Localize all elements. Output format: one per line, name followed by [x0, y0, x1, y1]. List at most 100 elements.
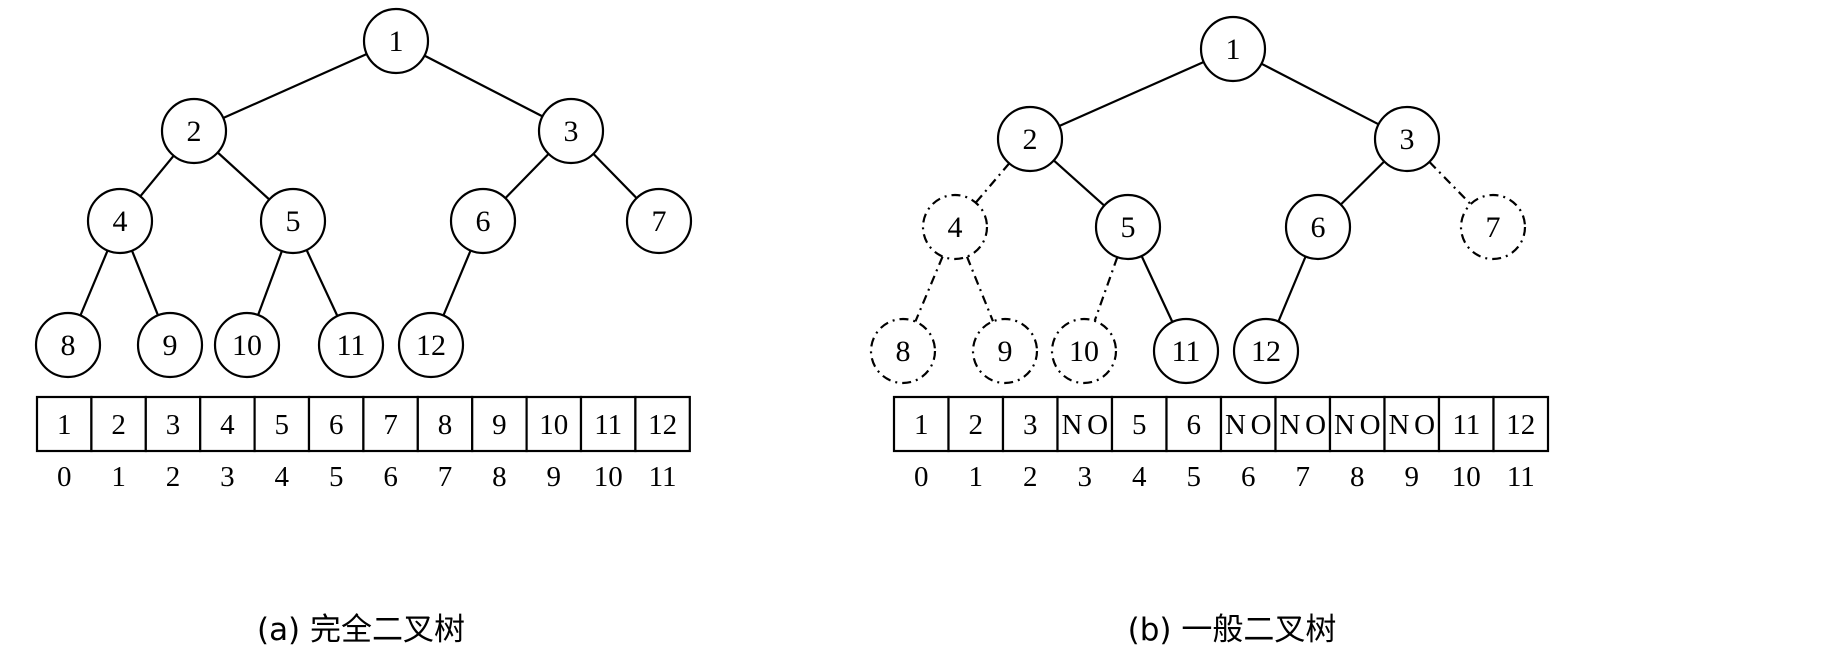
node-label: 9: [998, 335, 1013, 368]
array-index-5: 5: [329, 461, 344, 493]
array-index-8: 8: [1350, 461, 1365, 493]
node-circle: [996, 105, 1064, 173]
tree-node-2: 2: [160, 97, 228, 165]
node-circle: [136, 311, 204, 379]
tree-node-4: 4: [86, 187, 154, 255]
node-circle: [1284, 193, 1352, 261]
array-index-2: 2: [1023, 461, 1038, 493]
edge-4-8: [79, 250, 109, 316]
node-label: 4: [948, 211, 963, 244]
node-label: 7: [652, 205, 667, 238]
array-cell-2: 3: [1001, 395, 1059, 453]
array-cell-8: NO: [1328, 395, 1386, 453]
array-cell-9: NO: [1383, 395, 1441, 453]
array-cell-box: [253, 395, 311, 453]
tree-node-5: 5: [1094, 193, 1162, 261]
edge-4-9: [965, 256, 995, 322]
tree-node-7: 7: [625, 187, 693, 255]
node-label: 1: [1226, 33, 1241, 66]
node-label: 5: [1121, 211, 1136, 244]
array-cell-value: 8: [438, 409, 453, 441]
edge-2-4: [139, 155, 175, 197]
array-cell-7: 8: [416, 395, 474, 453]
array-cell-value: 3: [166, 409, 181, 441]
array-cell-value: 4: [220, 409, 235, 441]
node-circle: [1152, 317, 1220, 385]
array-cell-box: [1328, 395, 1386, 453]
array-index-7: 7: [438, 461, 453, 493]
node-circle: [317, 311, 385, 379]
node-label: 5: [286, 205, 301, 238]
edge-1-2: [1058, 60, 1205, 128]
array-cell-4: 5: [1110, 395, 1168, 453]
array-cell-5: 6: [1165, 395, 1223, 453]
array-index-10: 10: [1452, 461, 1481, 493]
edge-5-11: [1140, 255, 1174, 323]
array-index-4: 4: [275, 461, 290, 493]
array-cell-box: [579, 395, 637, 453]
edge-3-6: [1340, 160, 1385, 206]
node-circle: [1199, 15, 1267, 83]
array-index-0: 0: [57, 461, 72, 493]
tree-node-8: 8: [34, 311, 102, 379]
edge-5-11: [305, 249, 339, 317]
node-circle: [1094, 193, 1162, 261]
edge-2-4: [974, 162, 1011, 204]
node-label: 10: [232, 329, 262, 362]
array-cell-box: [199, 395, 256, 453]
array-cell-8: 9: [471, 395, 528, 453]
array-cell-value: 6: [329, 409, 344, 441]
tree-node-3: 3: [1373, 105, 1441, 173]
node-circle: [86, 187, 154, 255]
node-label: 12: [416, 329, 446, 362]
array-cell-box: [634, 395, 691, 453]
node-label: 10: [1069, 335, 1099, 368]
tree-node-1: 1: [1199, 15, 1267, 83]
array-cell-box: [525, 395, 583, 453]
node-label: 6: [1311, 211, 1326, 244]
array-cell-1: 2: [90, 395, 147, 453]
array-cell-2: 3: [144, 395, 202, 453]
array-cell-11: 12: [1492, 395, 1550, 453]
tree-node-8: 8: [869, 317, 937, 385]
tree-node-9: 9: [136, 311, 204, 379]
node-label: 11: [337, 329, 366, 362]
array-cell-6: 7: [362, 395, 419, 453]
caption-b: (b) 一般二叉树: [1128, 612, 1337, 648]
array-index-10: 10: [594, 461, 623, 493]
edge-6-12: [1277, 256, 1307, 322]
node-circle: [160, 97, 228, 165]
array-cell-7: NO: [1274, 395, 1332, 453]
array-index-1: 1: [111, 461, 126, 493]
edge-5-10: [1093, 256, 1119, 322]
array-cell-4: 5: [253, 395, 311, 453]
tree-node-11: 11: [317, 311, 385, 379]
array-cell-box: [1219, 395, 1277, 453]
edge-3-7: [592, 153, 638, 199]
edge-4-8: [914, 256, 944, 322]
tree-node-6: 6: [449, 187, 517, 255]
array-cell-box: [892, 395, 950, 453]
array-cell-box: [947, 395, 1005, 453]
node-circle: [971, 317, 1039, 385]
node-label: 3: [564, 115, 579, 148]
edge-1-3: [1260, 62, 1380, 126]
array-cell-value: 10: [539, 409, 568, 441]
node-circle: [397, 311, 465, 379]
array-index-6: 6: [1241, 461, 1256, 493]
array-cell-value: 1: [914, 409, 929, 441]
array-cell-value: 6: [1187, 409, 1202, 441]
tree-node-7: 7: [1459, 193, 1527, 261]
array-cell-6: NO: [1219, 395, 1277, 453]
array-index-9: 9: [1405, 461, 1420, 493]
array-cell-value: 11: [1452, 409, 1480, 441]
array-cell-value: 11: [594, 409, 622, 441]
node-label: 8: [896, 335, 911, 368]
node-circle: [34, 311, 102, 379]
edge-6-12: [442, 250, 472, 316]
node-circle: [213, 311, 281, 379]
array-cell-value: 7: [383, 409, 398, 441]
edge-1-3: [423, 54, 544, 118]
